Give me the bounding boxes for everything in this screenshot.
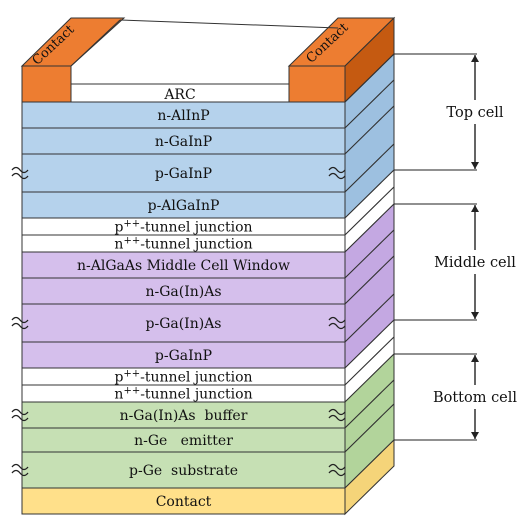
arrow-head [471,432,479,439]
layer-label-8: p-Ga(In)As [146,316,222,332]
break-mark [328,166,346,180]
arc-layer: ARC [70,19,339,103]
layer-label-10: p++-tunnel junction [114,369,252,386]
layer-label-3: p-AlGaInP [148,198,220,214]
cell-label-0: Top cell [446,105,504,121]
break-mark [11,463,29,477]
break-mark [328,408,346,422]
arc-label: ARC [163,87,195,103]
layer-label-7: n-Ga(In)As [145,284,221,300]
cell-label-2: Bottom cell [433,390,517,406]
layer-label-1: n-GaInP [155,134,212,150]
arrow-head [471,162,479,169]
layer-side-15 [344,438,395,516]
break-mark [11,408,29,422]
break-mark [328,316,346,330]
layer-front-9 [21,341,346,369]
layer-label-0: n-AlInP [157,108,209,124]
cell-label-1: Middle cell [434,255,516,271]
layer-stack: n-AlInP n-GaInP p-GaInP p-AlGaInP p++-tunnel… [11,52,395,516]
layer-label-6: n-AlGaAs Middle Cell Window [77,258,290,274]
break-mark [328,463,346,477]
layer-label-11: n++-tunnel junction [114,386,252,403]
layer-label-4: p++-tunnel junction [114,219,252,236]
layer-front-12 [21,401,346,429]
right-contact-front-face [288,65,346,103]
layer-label-13: n-Ge emitter [134,433,233,449]
layer-label-2: p-GaInP [155,166,212,182]
layer-label-14: p-Ge substrate [129,463,238,479]
arrow-head [471,205,479,212]
left-contact-front-face [21,65,72,103]
layer-front-13 [21,427,346,453]
arrow-head [471,312,479,319]
layer-front-7 [21,277,346,305]
layer-front-6 [21,251,346,279]
layer-label-15: Contact [156,494,212,510]
arrow-head [471,55,479,62]
layer-label-9: p-GaInP [155,348,212,364]
layer-front-14 [21,451,346,489]
break-mark [11,316,29,330]
layer-label-5: n++-tunnel junction [114,236,252,253]
layer-front-0 [21,101,346,129]
arrow-head [471,355,479,362]
layer-front-1 [21,127,346,155]
break-mark [11,166,29,180]
layer-label-12: n-Ga(In)As buffer [120,408,248,424]
